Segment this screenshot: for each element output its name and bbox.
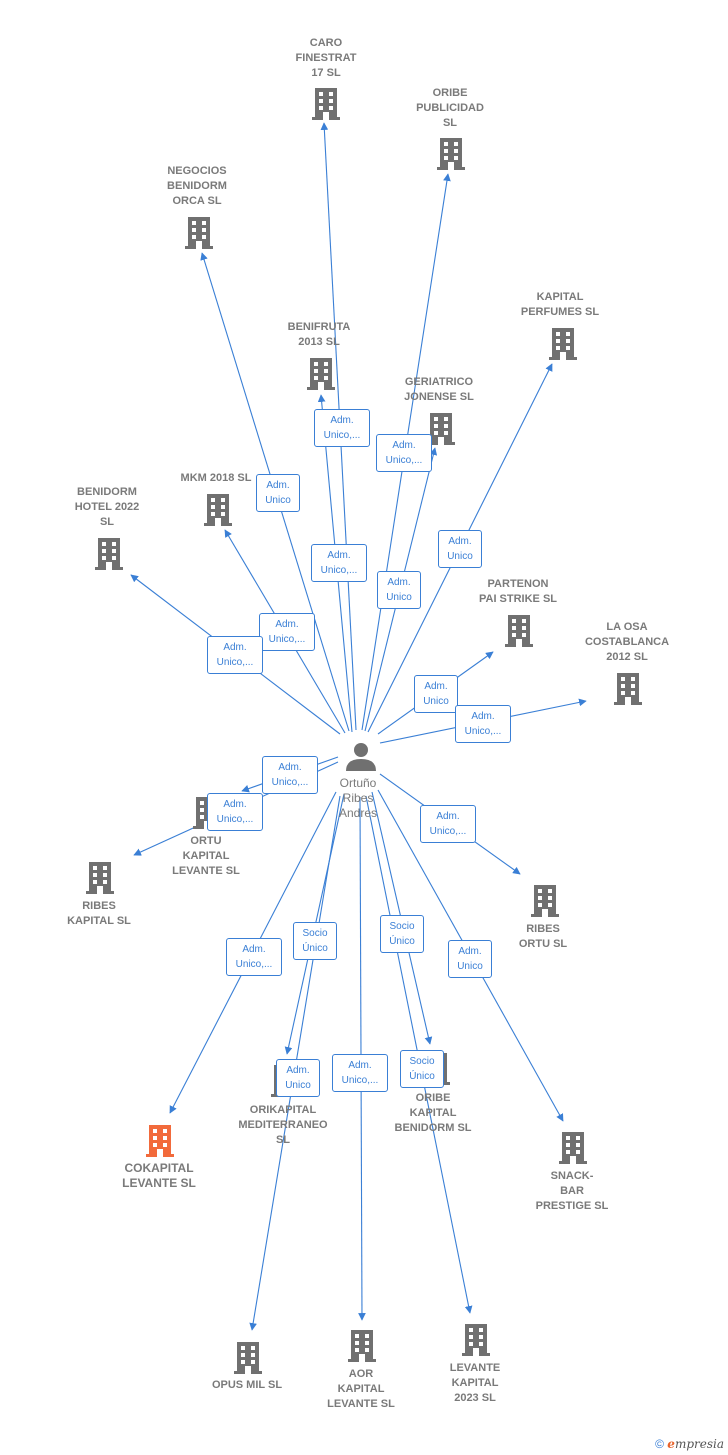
company-label-orikapital[interactable]: ORIKAPITAL MEDITERRANEO SL <box>238 1104 328 1146</box>
edge-label-ortu_kapital[interactable]: Adm. Unico,... <box>262 756 318 794</box>
edge-label-la_osa[interactable]: Adm. Unico,... <box>455 705 511 743</box>
company-label-benidorm_hotel[interactable]: BENIDORM HOTEL 2022 SL <box>74 486 140 528</box>
building-icon-negocios[interactable] <box>185 217 213 249</box>
edge-label-partenon[interactable]: Adm. Unico <box>414 675 458 713</box>
company-label-ribes_kapital[interactable]: RIBES KAPITAL SL <box>67 900 131 927</box>
building-icon-kapital_perf[interactable] <box>549 328 577 360</box>
building-icon-partenon[interactable] <box>505 615 533 647</box>
building-icon-cokapital[interactable] <box>146 1125 174 1157</box>
edge-label-snack_bar[interactable]: Adm. Unico <box>448 940 492 978</box>
edge-label-oribe_kapital[interactable]: Socio Único <box>380 915 424 953</box>
edge-label-opus_mil[interactable]: Adm. Unico <box>276 1059 320 1097</box>
company-label-opus_mil[interactable]: OPUS MIL SL <box>211 1379 283 1391</box>
brand-logo[interactable]: empresia <box>667 1437 724 1451</box>
person-name[interactable]: Ortuño Ribes Andres <box>338 776 378 820</box>
edge-label-ribes_ortu[interactable]: Adm. Unico,... <box>420 805 476 843</box>
company-label-benifruta[interactable]: BENIFRUTA 2013 SL <box>287 321 351 348</box>
company-label-levante_kapital[interactable]: LEVANTE KAPITAL 2023 SL <box>449 1362 501 1404</box>
building-icon-la_osa[interactable] <box>614 673 642 705</box>
company-label-mkm[interactable]: MKM 2018 SL <box>180 472 252 484</box>
company-label-oribe_pub[interactable]: ORIBE PUBLICIDAD SL <box>416 87 484 129</box>
edge-label-kapital_perf[interactable]: Adm. Unico <box>438 530 482 568</box>
edge-label-ribes_kapital[interactable]: Adm. Unico,... <box>207 793 263 831</box>
company-label-negocios[interactable]: NEGOCIOS BENIDORM ORCA SL <box>167 165 227 207</box>
building-icon-ribes_kapital[interactable] <box>86 862 114 894</box>
footer-credit: © empresia <box>655 1437 724 1451</box>
company-label-aor[interactable]: AOR KAPITAL LEVANTE SL <box>327 1368 395 1410</box>
edge-label-geriatrico[interactable]: Adm. Unico <box>377 571 421 609</box>
building-icon-benifruta[interactable] <box>307 358 335 390</box>
company-label-caro[interactable]: CARO FINESTRAT 17 SL <box>295 37 357 79</box>
copyright-symbol: © <box>655 1437 664 1451</box>
company-label-la_osa[interactable]: LA OSA COSTABLANCA 2012 SL <box>584 621 670 663</box>
company-label-snack_bar[interactable]: SNACK- BAR PRESTIGE SL <box>535 1170 609 1212</box>
company-label-ortu_kapital[interactable]: ORTU KAPITAL LEVANTE SL <box>172 835 240 877</box>
building-icon-mkm[interactable] <box>204 494 232 526</box>
edge-label-caro[interactable]: Adm. Unico,... <box>314 409 370 447</box>
building-icon-benidorm_hotel[interactable] <box>95 538 123 570</box>
building-icon-opus_mil[interactable] <box>234 1342 262 1374</box>
building-icon-aor[interactable] <box>348 1330 376 1362</box>
building-icon-snack_bar[interactable] <box>559 1132 587 1164</box>
edge-label-orikapital[interactable]: Socio Único <box>293 922 337 960</box>
edge-label-benidorm_hotel[interactable]: Adm. Unico,... <box>207 636 263 674</box>
company-label-cokapital[interactable]: COKAPITAL LEVANTE SL <box>122 1161 196 1190</box>
building-icon-levante_kapital[interactable] <box>462 1324 490 1356</box>
person-icon[interactable] <box>346 743 376 771</box>
edge-label-mkm[interactable]: Adm. Unico,... <box>259 613 315 651</box>
edge-label-levante_kapital[interactable]: Socio Único <box>400 1050 444 1088</box>
edge-label-cokapital[interactable]: Adm. Unico,... <box>226 938 282 976</box>
company-label-geriatrico[interactable]: GERIATRICO JONENSE SL <box>404 376 474 403</box>
edge-label-negocios[interactable]: Adm. Unico <box>256 474 300 512</box>
building-icon-caro[interactable] <box>312 88 340 120</box>
edge-label-oribe_pub[interactable]: Adm. Unico,... <box>376 434 432 472</box>
edge-label-aor[interactable]: Adm. Unico,... <box>332 1054 388 1092</box>
company-label-partenon[interactable]: PARTENON PAI STRIKE SL <box>478 578 558 605</box>
company-label-oribe_kapital[interactable]: ORIBE KAPITAL BENIDORM SL <box>394 1092 472 1134</box>
edge-label-benifruta[interactable]: Adm. Unico,... <box>311 544 367 582</box>
building-icon-oribe_pub[interactable] <box>437 138 465 170</box>
building-icon-ribes_ortu[interactable] <box>531 885 559 917</box>
company-label-ribes_ortu[interactable]: RIBES ORTU SL <box>518 923 568 950</box>
company-label-kapital_perf[interactable]: KAPITAL PERFUMES SL <box>520 291 600 318</box>
